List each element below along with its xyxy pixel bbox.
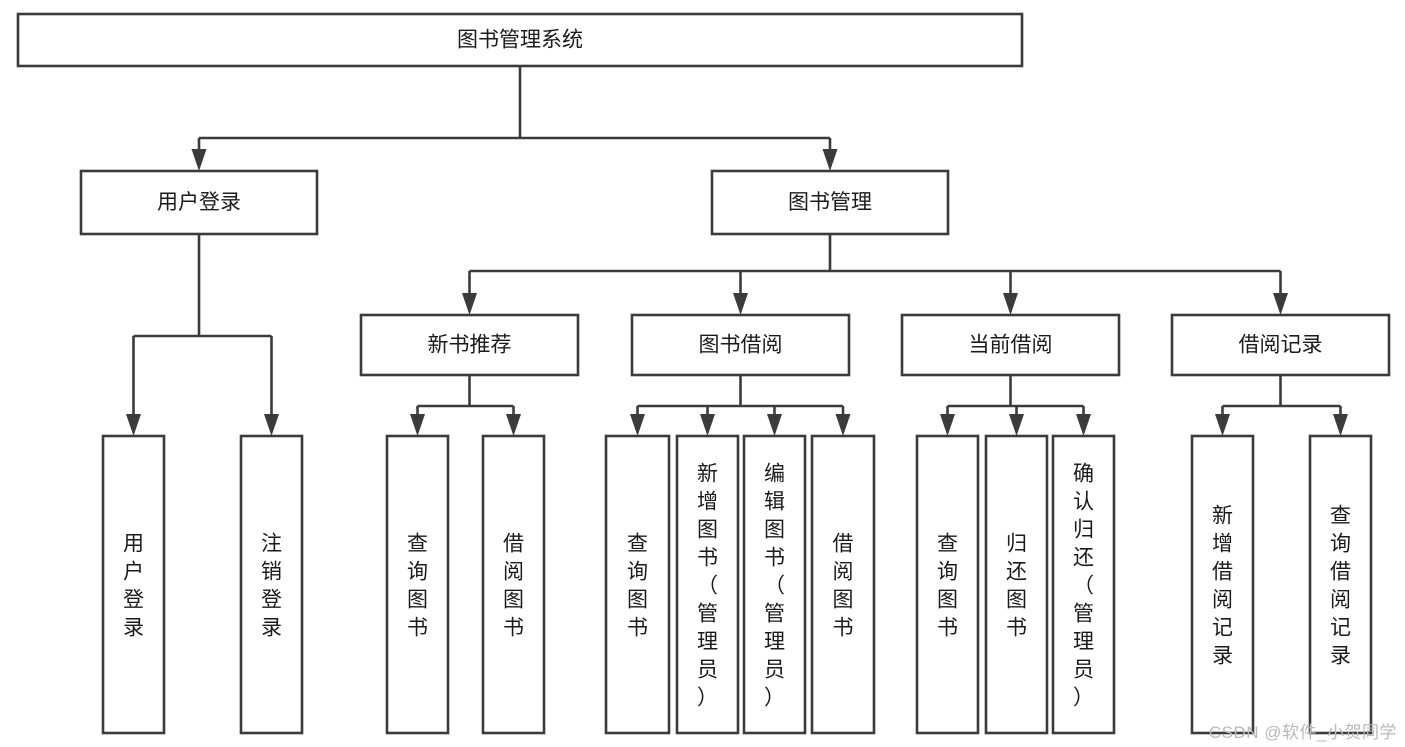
node-label-leaf-newbook-query: 查询图书 [407,532,428,639]
node-leaf-borrow-lend[interactable]: 借阅图书 [810,434,876,735]
arrow-head-leaf-user-login [126,414,141,436]
node-box-login[interactable] [79,169,319,236]
node-box-leaf-borrow-query[interactable] [604,434,671,735]
node-box-leaf-record-add[interactable] [1190,434,1255,735]
arrow-head-login [191,149,207,171]
node-label-leaf-current-query: 查询图书 [937,532,958,639]
node-box-borrow[interactable] [630,313,851,377]
node-label-record: 借阅记录 [1239,334,1323,357]
arrow-head-leaf-record-add [1215,414,1230,436]
node-label-root: 图书管理系统 [457,29,583,52]
arrow-head-borrow [733,293,748,315]
node-label-current: 当前借阅 [969,334,1053,357]
node-box-leaf-borrow-lend[interactable] [810,434,876,735]
node-box-leaf-user-login[interactable] [101,434,166,735]
node-label-leaf-user-login: 用户登录 [123,532,144,639]
node-leaf-borrow-query[interactable]: 查询图书 [604,434,671,735]
arrow-head-leaf-borrow-edit [767,414,782,436]
arrow-head-leaf-user-logout [264,414,279,436]
arrow-head-leaf-borrow-lend [835,414,851,436]
node-label-newbook: 新书推荐 [428,334,512,357]
node-box-root[interactable] [16,12,1024,68]
node-leaf-user-login[interactable]: 用户登录 [101,434,166,735]
node-root[interactable]: 图书管理系统 [16,12,1024,68]
node-label-login: 用户登录 [157,191,241,214]
arrow-head-leaf-current-return [1009,414,1024,436]
node-record[interactable]: 借阅记录 [1170,313,1391,377]
node-label-borrow: 图书借阅 [699,334,783,357]
node-label-leaf-current-return: 归还图书 [1006,532,1027,639]
node-leaf-user-logout[interactable]: 注销登录 [239,434,304,735]
node-newbook[interactable]: 新书推荐 [359,313,580,377]
node-label-leaf-borrow-lend: 借阅图书 [833,532,854,639]
node-label-leaf-borrow-edit: 编辑图书（管理员） [764,462,785,709]
node-leaf-record-query[interactable]: 查询借阅记录 [1308,434,1373,735]
node-leaf-current-return[interactable]: 归还图书 [984,434,1049,735]
node-box-leaf-current-query[interactable] [915,434,980,735]
node-label-leaf-current-confirm: 确认归还（管理员） [1073,462,1094,709]
node-box-leaf-current-confirm[interactable] [1051,434,1116,735]
node-label-leaf-user-logout: 注销登录 [261,532,282,639]
node-box-newbook[interactable] [359,313,580,377]
arrow-head-leaf-newbook-query [410,414,425,436]
node-label-bookmgmt: 图书管理 [788,191,872,214]
arrow-head-current [1003,293,1018,315]
node-leaf-record-add[interactable]: 新增借阅记录 [1190,434,1255,735]
arrow-head-leaf-current-query [940,414,955,436]
node-label-leaf-borrow-add: 新增图书（管理员） [697,462,718,709]
node-leaf-newbook-borrow[interactable]: 借阅图书 [481,434,546,735]
node-box-record[interactable] [1170,313,1391,377]
node-label-leaf-newbook-borrow: 借阅图书 [503,532,524,639]
node-login[interactable]: 用户登录 [79,169,319,236]
node-leaf-newbook-query[interactable]: 查询图书 [385,434,450,735]
arrow-head-bookmgmt [822,149,838,171]
watermark: CSDN @软件_小贺同学 [1208,723,1397,742]
arrow-head-leaf-newbook-borrow [506,414,521,436]
node-leaf-current-confirm[interactable]: 确认归还（管理员） [1051,434,1116,735]
node-box-leaf-borrow-edit[interactable] [742,434,807,735]
node-bookmgmt[interactable]: 图书管理 [710,169,950,236]
nodes-layer: 图书管理系统用户登录图书管理新书推荐图书借阅当前借阅借阅记录用户登录注销登录查询… [16,12,1391,735]
node-box-leaf-record-query[interactable] [1308,434,1373,735]
arrow-head-record [1273,293,1288,315]
node-leaf-current-query[interactable]: 查询图书 [915,434,980,735]
node-label-leaf-record-query: 查询借阅记录 [1330,504,1351,667]
node-current[interactable]: 当前借阅 [900,313,1121,377]
node-borrow[interactable]: 图书借阅 [630,313,851,377]
node-label-leaf-borrow-query: 查询图书 [627,532,648,639]
node-leaf-borrow-add[interactable]: 新增图书（管理员） [675,434,740,735]
node-leaf-borrow-edit[interactable]: 编辑图书（管理员） [742,434,807,735]
node-box-leaf-newbook-borrow[interactable] [481,434,546,735]
arrow-head-leaf-borrow-query [630,414,645,436]
arrow-head-leaf-record-query [1333,414,1348,436]
arrow-head-leaf-current-confirm [1076,414,1091,436]
node-box-bookmgmt[interactable] [710,169,950,236]
node-box-leaf-user-logout[interactable] [239,434,304,735]
node-box-current[interactable] [900,313,1121,377]
arrow-head-newbook [462,293,477,315]
node-box-leaf-newbook-query[interactable] [385,434,450,735]
arrow-head-leaf-borrow-add [700,414,715,436]
node-label-leaf-record-add: 新增借阅记录 [1212,504,1233,667]
node-box-leaf-borrow-add[interactable] [675,434,740,735]
node-box-leaf-current-return[interactable] [984,434,1049,735]
edges-layer [126,66,1348,436]
